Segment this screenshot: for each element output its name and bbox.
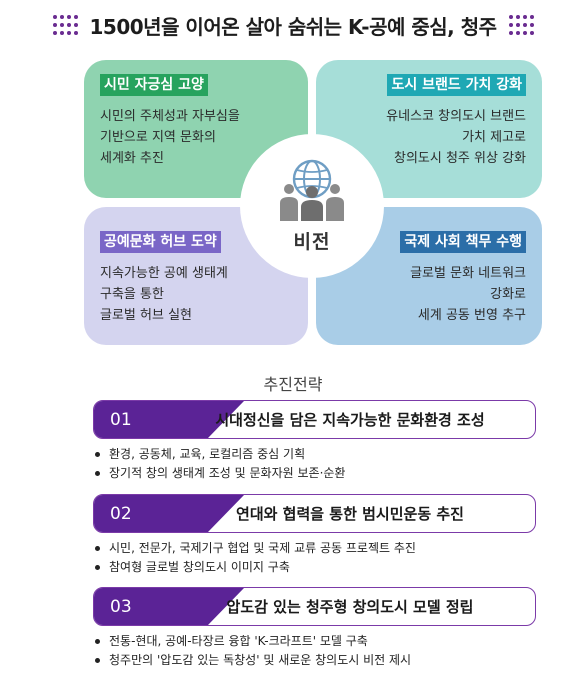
- vision-quadrant-citizen-pride: 시민 자긍심 고양 시민의 주체성과 자부심을 기반으로 지역 문화의 세계화 …: [84, 60, 308, 198]
- strategy-title: 추진전략: [263, 375, 323, 394]
- list-item: 청주만의 '압도감 있는 독창성' 및 새로운 창의도시 비전 제시: [95, 651, 536, 670]
- quadrant-title: 공예문화 허브 도약: [100, 231, 221, 253]
- quadrant-line: 기반으로 지역 문화의: [100, 130, 216, 145]
- vision-label: 비전: [293, 230, 331, 253]
- list-item: 환경, 공동체, 교육, 로컬리즘 중심 기획: [95, 445, 536, 464]
- quadrant-body: 시민의 주체성과 자부심을 기반으로 지역 문화의 세계화 추진: [100, 106, 292, 169]
- strategy-header: 02 연대와 협력을 통한 범시민운동 추진: [93, 494, 536, 533]
- page-title: 1500년을 이어온 살아 숨쉬는 K-공예 중심, 청주: [89, 14, 498, 39]
- quadrant-body: 지속가능한 공예 생태계 구축을 통한 글로벌 허브 실현: [100, 263, 292, 326]
- bullet-text: 전통-현대, 공예-타장르 융합 'K-크라프트' 모델 구축: [109, 634, 368, 648]
- list-item: 장기적 창의 생태계 조성 및 문화자원 보존·순환: [95, 464, 536, 483]
- quadrant-title: 국제 사회 책무 수행: [400, 231, 526, 253]
- quadrant-line: 유네스코 창의도시 브랜드: [386, 109, 526, 124]
- strategy-bullets: 전통-현대, 공예-타장르 융합 'K-크라프트' 모델 구축 청주만의 '압도…: [93, 632, 536, 670]
- dots-left-icon: [52, 15, 78, 35]
- bullet-icon: [95, 471, 100, 476]
- bullet-icon: [95, 658, 100, 663]
- list-item: 시민, 전문가, 국제기구 협업 및 국제 교류 공동 프로젝트 추진: [95, 539, 536, 558]
- list-item: 전통-현대, 공예-타장르 융합 'K-크라프트' 모델 구축: [95, 632, 536, 651]
- bullet-icon: [95, 452, 100, 457]
- quadrant-line: 창의도시 청주 위상 강화: [394, 151, 526, 166]
- quadrant-body: 글로벌 문화 네트워크 강화로 세계 공동 번영 추구: [332, 263, 526, 326]
- list-item: 참여형 글로벌 창의도시 이미지 구축: [95, 558, 536, 577]
- quadrant-line: 시민의 주체성과 자부심을: [100, 109, 240, 124]
- quadrant-line: 세계화 추진: [100, 151, 164, 166]
- strategy-bullets: 시민, 전문가, 국제기구 협업 및 국제 교류 공동 프로젝트 추진 참여형 …: [93, 539, 536, 577]
- bullet-text: 장기적 창의 생태계 조성 및 문화자원 보존·순환: [109, 466, 346, 480]
- bullet-icon: [95, 546, 100, 551]
- strategy-item: 03 압도감 있는 청주형 창의도시 모델 정립 전통-현대, 공예-타장르 융…: [93, 587, 536, 670]
- strategy-bullets: 환경, 공동체, 교육, 로컬리즘 중심 기획 장기적 창의 생태계 조성 및 …: [93, 445, 536, 483]
- vision-center: 비전: [240, 134, 384, 278]
- globe-people-icon: [280, 159, 344, 221]
- vision-quadrant-global-duty: 국제 사회 책무 수행 글로벌 문화 네트워크 강화로 세계 공동 번영 추구: [316, 207, 542, 345]
- header: 1500년을 이어온 살아 숨쉬는 K-공예 중심, 청주: [0, 8, 586, 42]
- bullet-text: 시민, 전문가, 국제기구 협업 및 국제 교류 공동 프로젝트 추진: [109, 541, 416, 555]
- quadrant-line: 세계 공동 번영 추구: [417, 308, 526, 323]
- quadrant-line: 글로벌 허브 실현: [100, 308, 192, 323]
- dots-right-icon: [508, 15, 534, 35]
- quadrant-title: 시민 자긍심 고양: [100, 74, 208, 96]
- strategy-heading: 압도감 있는 청주형 창의도시 모델 정립: [226, 598, 474, 616]
- quadrant-line: 글로벌 문화 네트워크: [410, 266, 526, 281]
- bullet-text: 청주만의 '압도감 있는 독창성' 및 새로운 창의도시 비전 제시: [109, 653, 412, 667]
- quadrant-line: 강화로: [490, 287, 526, 302]
- quadrant-title: 도시 브랜드 가치 강화: [387, 74, 526, 96]
- quadrant-line: 구축을 통한: [100, 287, 164, 302]
- strategy-header: 01 시대정신을 담은 지속가능한 문화환경 조성: [93, 400, 536, 439]
- strategy-item: 02 연대와 협력을 통한 범시민운동 추진 시민, 전문가, 국제기구 협업 …: [93, 494, 536, 577]
- strategy-heading: 연대와 협력을 통한 범시민운동 추진: [236, 505, 464, 523]
- bullet-icon: [95, 565, 100, 570]
- strategy-item: 01 시대정신을 담은 지속가능한 문화환경 조성 환경, 공동체, 교육, 로…: [93, 400, 536, 483]
- quadrant-body: 유네스코 창의도시 브랜드 가치 제고로 창의도시 청주 위상 강화: [332, 106, 526, 169]
- strategy-heading: 시대정신을 담은 지속가능한 문화환경 조성: [215, 411, 485, 429]
- bullet-text: 환경, 공동체, 교육, 로컬리즘 중심 기획: [109, 447, 306, 461]
- quadrant-line: 지속가능한 공예 생태계: [100, 266, 228, 281]
- strategy-header: 03 압도감 있는 청주형 창의도시 모델 정립: [93, 587, 536, 626]
- bullet-text: 참여형 글로벌 창의도시 이미지 구축: [109, 560, 290, 574]
- quadrant-line: 가치 제고로: [462, 130, 526, 145]
- bullet-icon: [95, 639, 100, 644]
